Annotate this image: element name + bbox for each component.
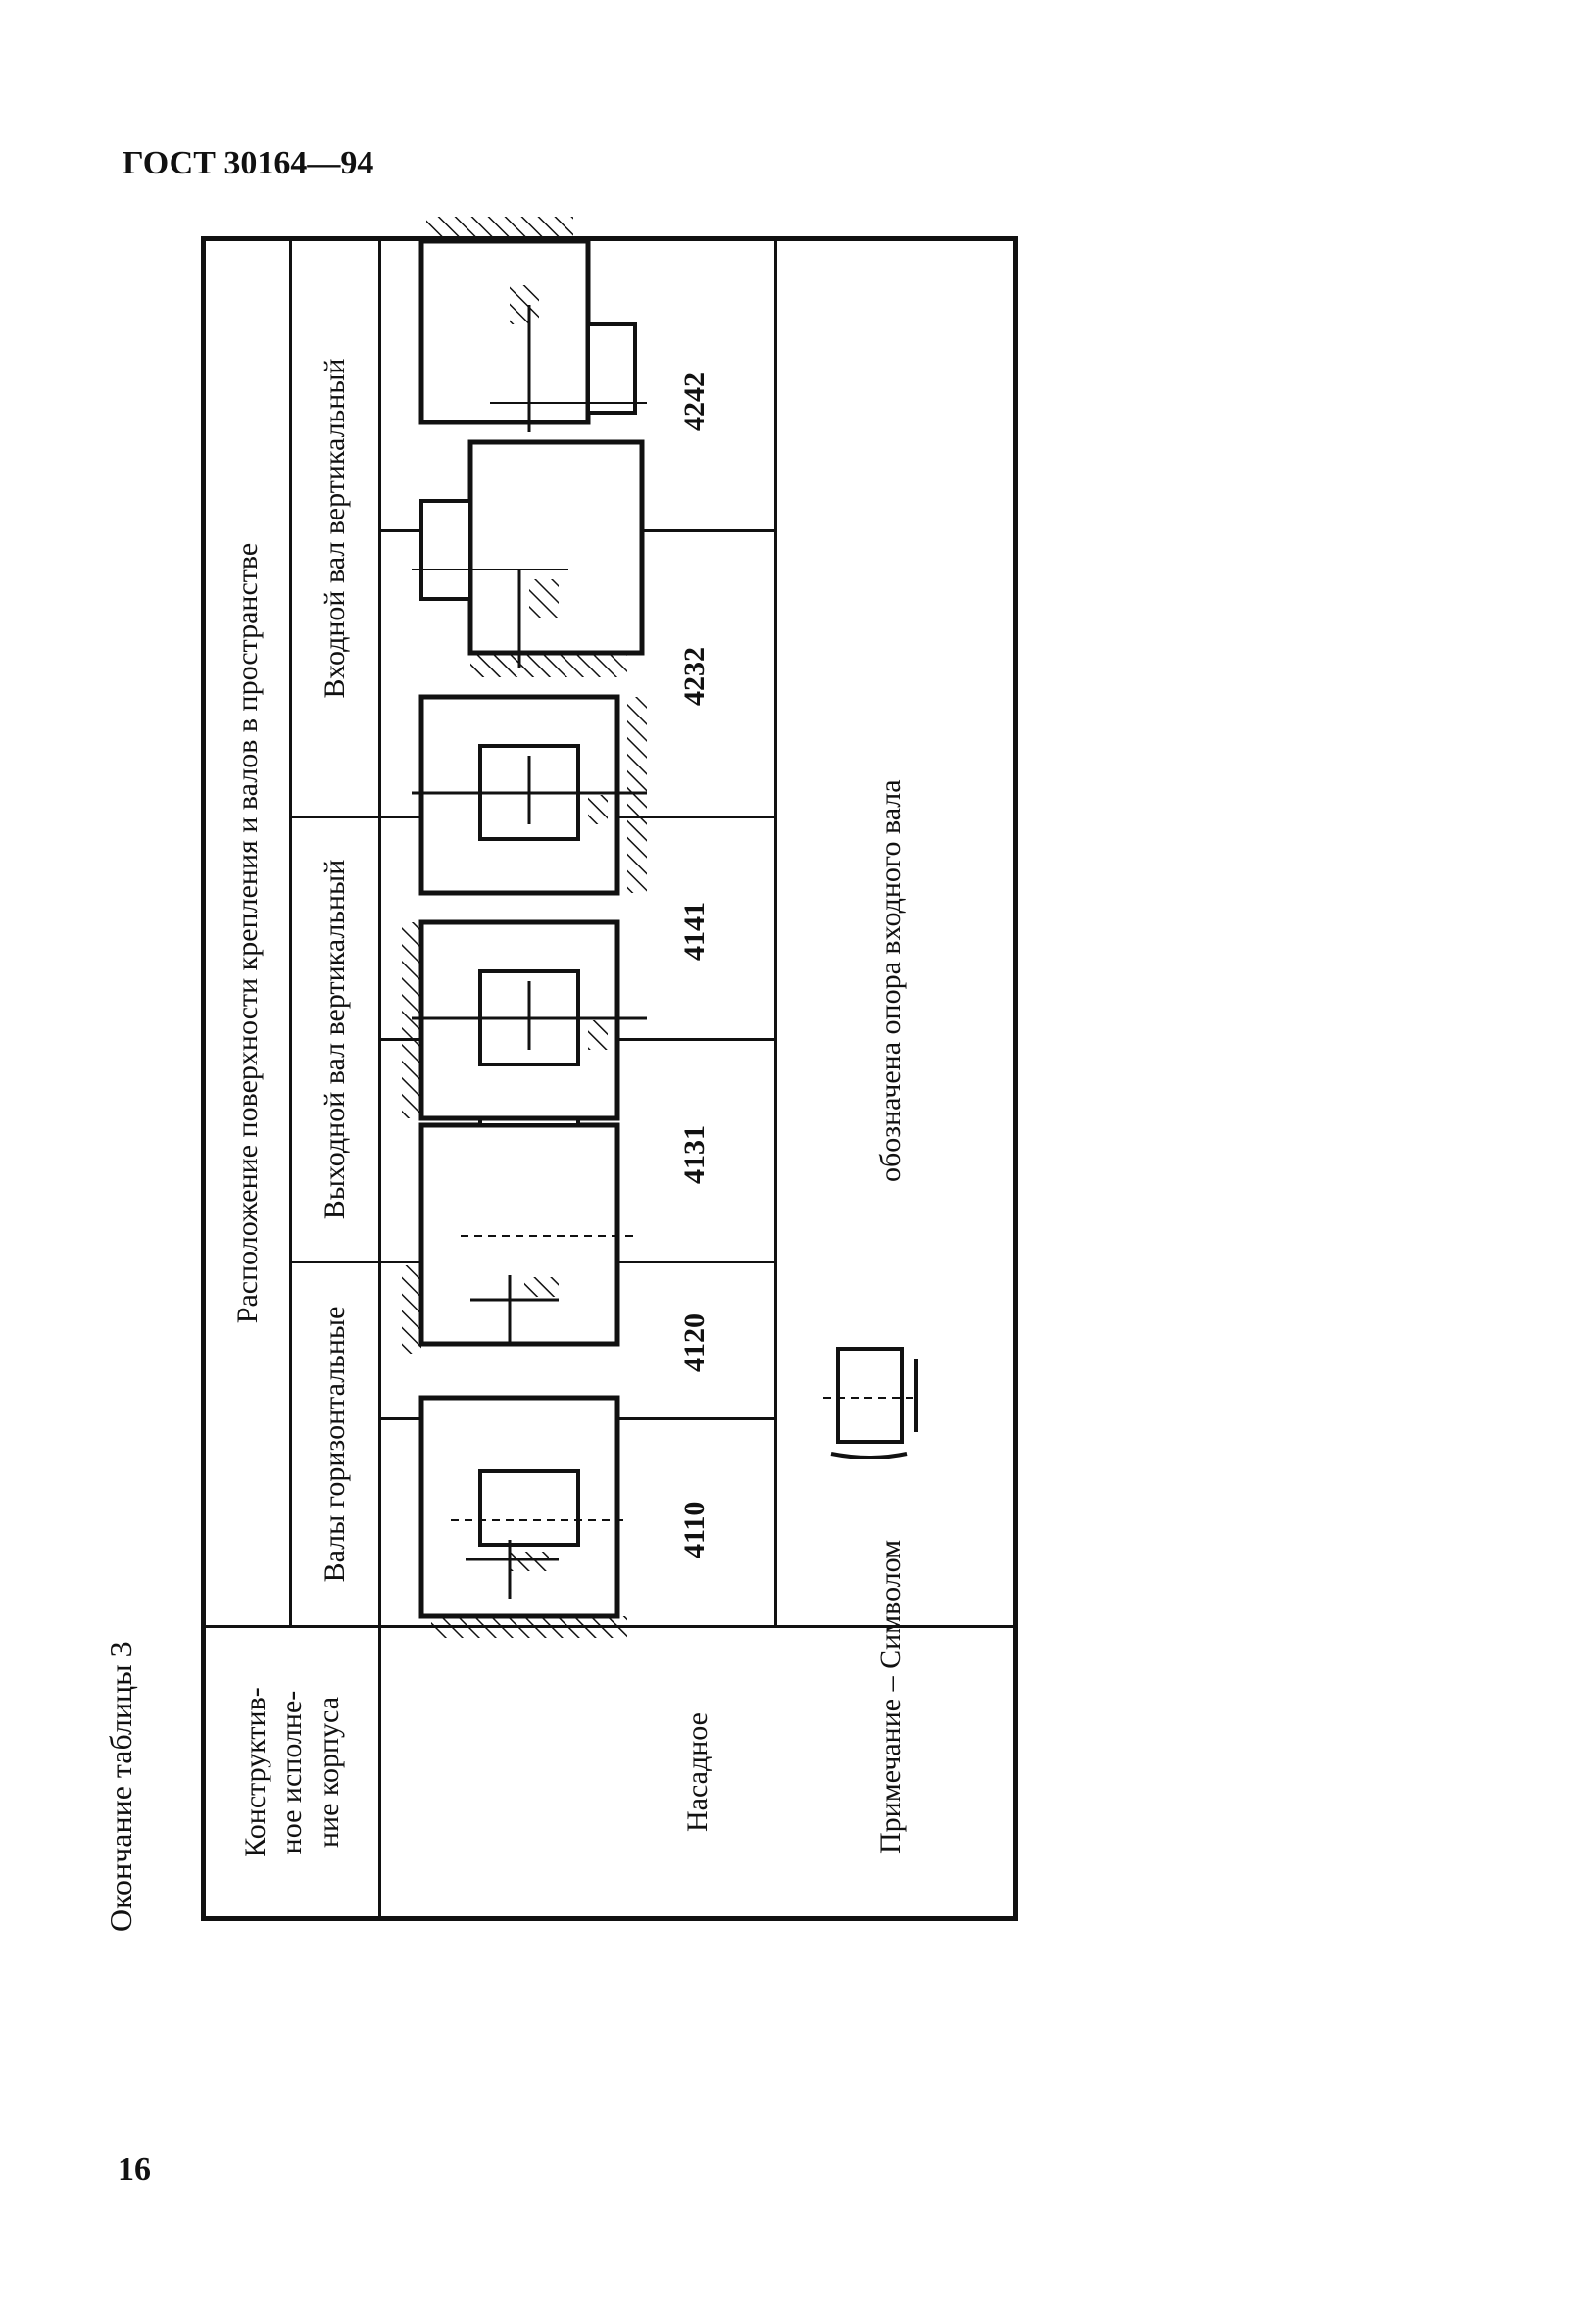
note-text: обозначена опора входного вала [874,779,907,1182]
schematic-4141 [412,694,647,896]
note-label: Примечание – Символом [874,1539,907,1854]
schematic-4131 [402,919,647,1121]
schematic-4242 [418,217,647,432]
schematic-4232 [412,439,645,677]
document-code: ГОСТ 30164—94 [123,145,374,181]
page-number: 16 [118,2151,151,2188]
note-symbol [823,1347,918,1459]
schematic-4110 [418,1395,627,1638]
